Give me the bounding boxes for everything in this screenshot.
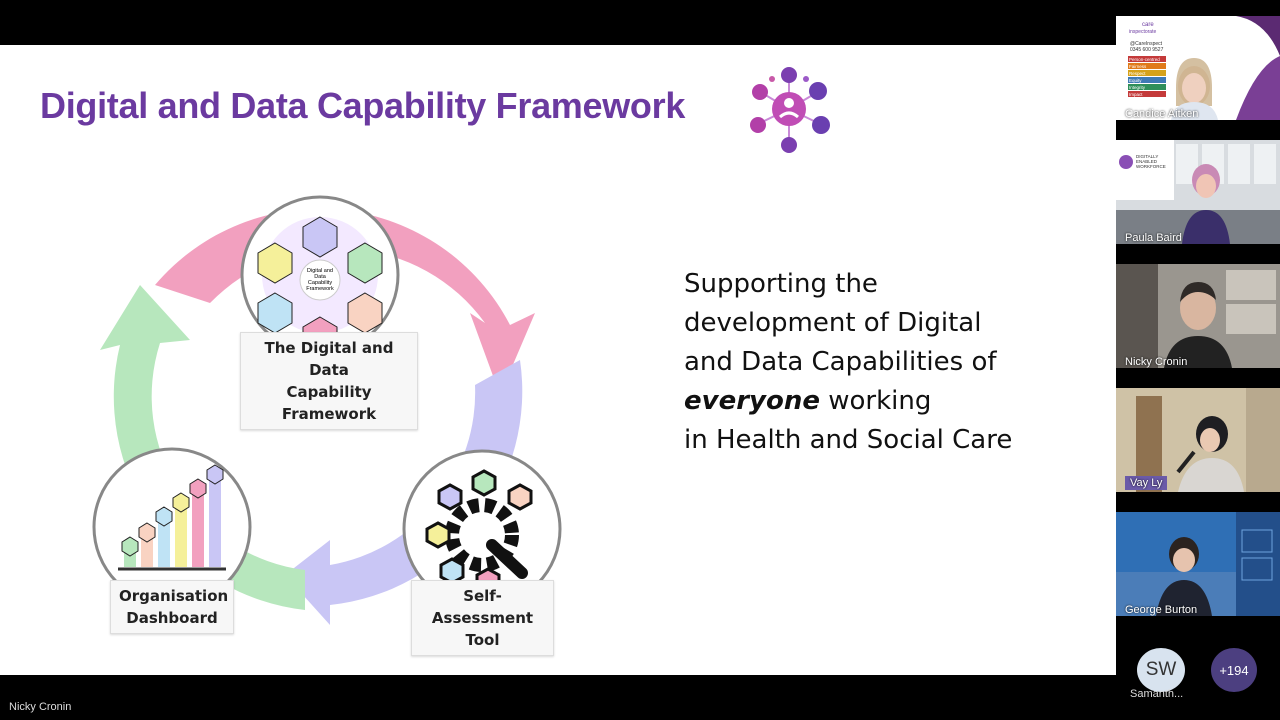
self-assessment-label: Self-Assessment Tool	[411, 580, 554, 656]
participant-tile-5[interactable]: George Burton	[1116, 512, 1280, 616]
svg-text:Capability: Capability	[308, 280, 332, 286]
slide-title: Digital and Data Capability Framework	[40, 85, 686, 126]
svg-text:DIGITALLY: DIGITALLY	[1136, 154, 1158, 159]
participant-name: Nicky Cronin	[1125, 356, 1188, 368]
video-feed-george	[1116, 512, 1280, 616]
participant-panel: care inspectorate @CareInspect 0345 600 …	[1116, 0, 1280, 720]
participant-tile-1[interactable]: care inspectorate @CareInspect 0345 600 …	[1116, 16, 1280, 120]
more-participants-button[interactable]: +194	[1211, 648, 1257, 692]
participant-avatar-name: Samanth...	[1130, 688, 1184, 700]
svg-text:inspectorate: inspectorate	[1129, 29, 1156, 35]
participant-tile-4[interactable]: Vay Ly	[1116, 388, 1280, 492]
svg-text:WORKFORCE: WORKFORCE	[1136, 164, 1166, 169]
video-feed-paula: DIGITALLY ENABLED WORKFORCE	[1116, 140, 1280, 244]
svg-text:Equity: Equity	[1129, 78, 1142, 83]
svg-text:Person-centred: Person-centred	[1129, 57, 1160, 62]
participant-name: Paula Baird	[1125, 232, 1182, 244]
participant-name: George Burton	[1125, 604, 1198, 616]
participant-tile-2[interactable]: DIGITALLY ENABLED WORKFORCE Paula Baird	[1116, 140, 1280, 244]
participant-name: Vay Ly	[1125, 476, 1168, 490]
svg-text:care: care	[1142, 22, 1154, 28]
participant-tile-3[interactable]: Nicky Cronin	[1116, 264, 1280, 368]
presentation-slide: Digital and Data Capability Framework	[0, 45, 1116, 675]
svg-text:Integrity: Integrity	[1129, 85, 1146, 90]
video-feed-nicky	[1116, 264, 1280, 368]
participant-avatar-sw[interactable]: SW	[1137, 648, 1185, 692]
dashboard-label: Organisation Dashboard	[110, 580, 234, 634]
framework-logo-icon	[750, 67, 830, 153]
svg-text:Digital and: Digital and	[307, 268, 333, 274]
svg-text:@CareInspect: @CareInspect	[1130, 41, 1163, 47]
supporting-statement: Supporting the development of Digital an…	[684, 269, 1013, 455]
video-feed-candice: care inspectorate @CareInspect 0345 600 …	[1128, 16, 1280, 120]
shared-screen: Digital and Data Capability Framework	[0, 45, 1116, 713]
dashboard-chart-circle	[92, 447, 252, 607]
framework-label: The Digital and Data Capability Framewor…	[240, 332, 418, 430]
svg-text:Framework: Framework	[306, 286, 334, 292]
svg-text:0345 600 9527: 0345 600 9527	[1130, 47, 1164, 53]
svg-text:Impact: Impact	[1129, 92, 1143, 97]
svg-text:Fairness: Fairness	[1129, 64, 1147, 69]
svg-text:ENABLED: ENABLED	[1136, 159, 1158, 164]
emphasis-everyone: everyone	[684, 386, 820, 416]
arrow-green	[100, 285, 305, 610]
participant-name: Candice Aitken	[1125, 108, 1199, 120]
active-speaker-name: Nicky Cronin	[9, 701, 72, 713]
svg-text:Data: Data	[314, 274, 327, 280]
svg-text:Respect: Respect	[1129, 71, 1146, 76]
